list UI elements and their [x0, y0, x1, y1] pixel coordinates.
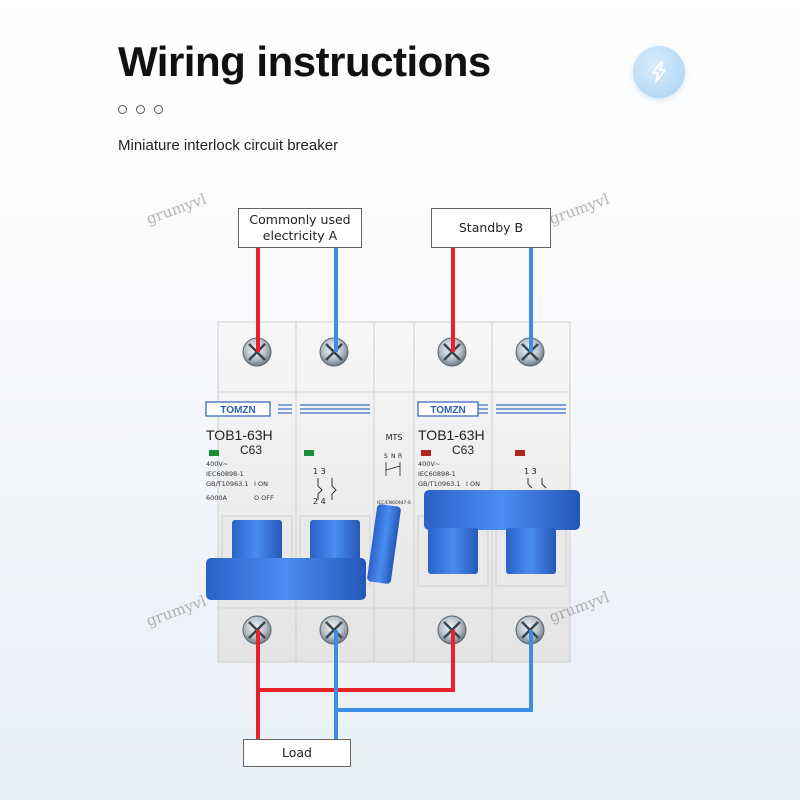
brand-text-b: TOMZN [430, 405, 465, 416]
dot [118, 105, 127, 114]
mts-schematic [385, 462, 401, 476]
handle-b2 [506, 528, 556, 574]
on-label-b: I ON [466, 480, 480, 488]
standard2-text-a: GB/T10963.1 [206, 480, 249, 488]
on-label-a: I ON [254, 480, 268, 488]
standard1-text-b: IEC60898-1 [418, 470, 456, 478]
decorative-dots [118, 105, 163, 114]
source-b-label: Standby B [431, 208, 551, 248]
page-subtitle: Miniature interlock circuit breaker [118, 137, 339, 154]
brand-badge-a [205, 401, 271, 417]
mts-n-label: N [391, 453, 396, 460]
handle-bar-a [206, 558, 366, 600]
interlock-lever [367, 504, 401, 584]
terminal-top-a2: 1 3 [313, 467, 326, 476]
contact-schematic-a2 [317, 478, 337, 500]
standard1-text-a: IEC60898-1 [206, 470, 244, 478]
source-a-line2: electricity A [262, 228, 338, 243]
standard2-text-b: GB/T10963.1 [418, 480, 461, 488]
off-label-a: O OFF [254, 494, 274, 502]
module-a2 [295, 321, 375, 663]
model-text-a: TOB1-63H [206, 427, 273, 443]
rating-text-b: C63 [452, 443, 474, 457]
breaker-assembly: TOMZN TOMZN TOB1-63H C63 400V~ IEC60898-… [205, 321, 580, 663]
brand-badge-b [417, 401, 479, 417]
indicator-green-a2 [304, 450, 314, 456]
mts-standard: IEC/EN60947-6 [377, 500, 411, 506]
indicator-green-a [209, 450, 219, 456]
contact-schematic-b2 [527, 478, 547, 489]
lightning-bolt-badge [633, 46, 685, 98]
lightning-bolt-icon [652, 61, 666, 83]
dot [136, 105, 145, 114]
handle-bar-b [424, 490, 580, 530]
mts-s-label: S [384, 453, 388, 460]
dot [154, 105, 163, 114]
brand-text-a: TOMZN [220, 405, 255, 416]
load-label: Load [243, 739, 351, 767]
indicator-red-b2 [515, 450, 525, 456]
handle-b1 [428, 528, 478, 574]
terminal-bottom-a2: 2 4 [313, 497, 326, 506]
model-text-b: TOB1-63H [418, 427, 485, 443]
indicator-red-b [421, 450, 431, 456]
voltage-text-b: 400V~ [418, 460, 440, 468]
source-a-line1: Commonly used [249, 211, 351, 227]
module-mts [373, 321, 415, 663]
rating-text-a: C63 [240, 443, 262, 457]
mts-r-label: R [398, 453, 402, 460]
wire-red-load [256, 630, 455, 740]
page-title: Wiring instructions [118, 38, 491, 85]
mts-label: MTS [386, 433, 403, 442]
capacity-text-a: 6000A [206, 494, 228, 502]
module-a1 [217, 321, 297, 663]
terminal-top-b2: 1 3 [524, 467, 537, 476]
wire-blue-load [334, 630, 533, 740]
wires [256, 248, 533, 740]
voltage-text-a: 400V~ [206, 460, 228, 468]
source-a-label: Commonly used electricity A [238, 208, 362, 248]
